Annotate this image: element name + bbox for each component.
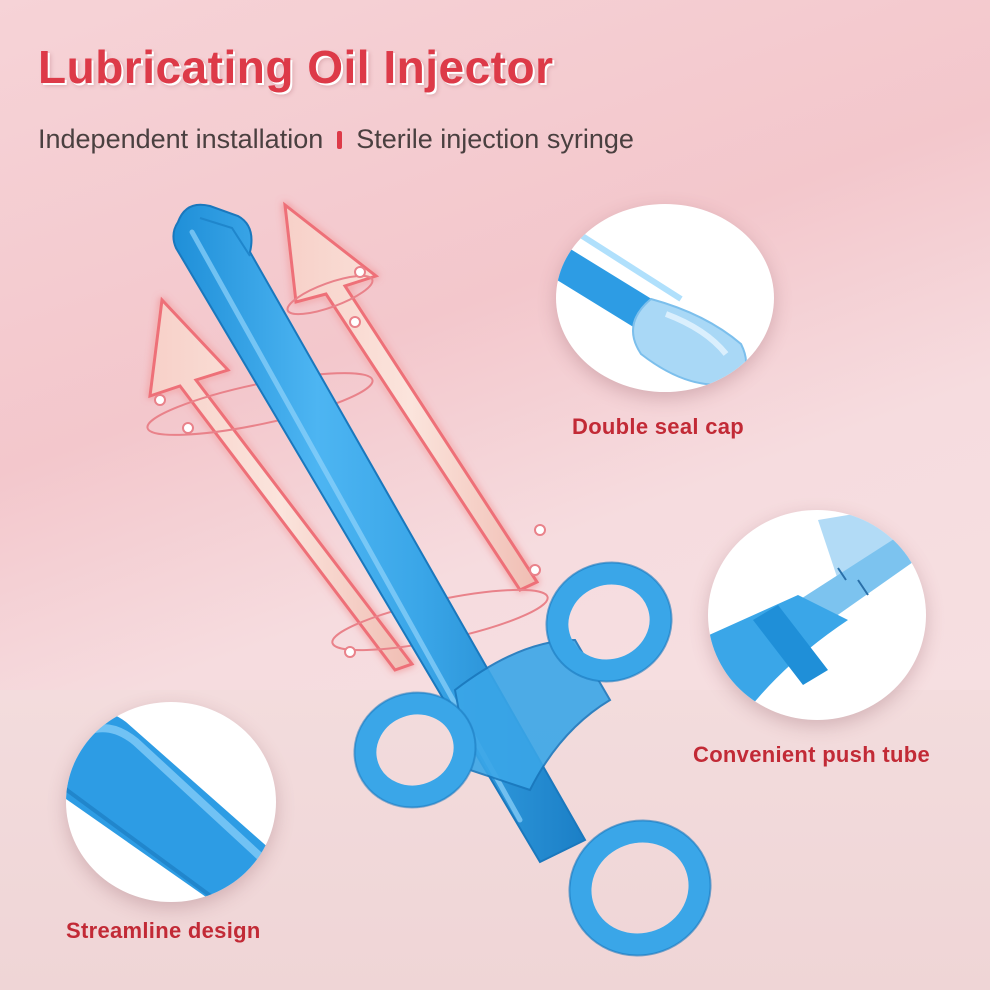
finger-rings <box>354 562 711 956</box>
seal-cap-icon <box>556 229 747 386</box>
cap-label: Double seal cap <box>572 414 745 439</box>
subtitle-right: Sterile injection syringe <box>356 124 634 154</box>
push-tube-callout <box>708 510 926 720</box>
cap-callout <box>556 204 774 392</box>
push-tube-label: Convenient push tube <box>693 742 930 767</box>
streamline-icon <box>66 710 276 902</box>
subtitle-separator <box>337 130 343 149</box>
subtitle-left: Independent installation <box>38 124 324 154</box>
ring-dots <box>154 266 546 658</box>
finger-rings-shadow <box>353 561 712 957</box>
product-subtitle: Independent installation Sterile injecti… <box>38 124 634 155</box>
push-tube-icon <box>708 510 926 718</box>
streamline-callout <box>66 702 276 902</box>
syringe-flange <box>453 638 612 792</box>
streamline-label: Streamline design <box>66 918 261 943</box>
product-title: Lubricating Oil Injector <box>38 41 554 93</box>
